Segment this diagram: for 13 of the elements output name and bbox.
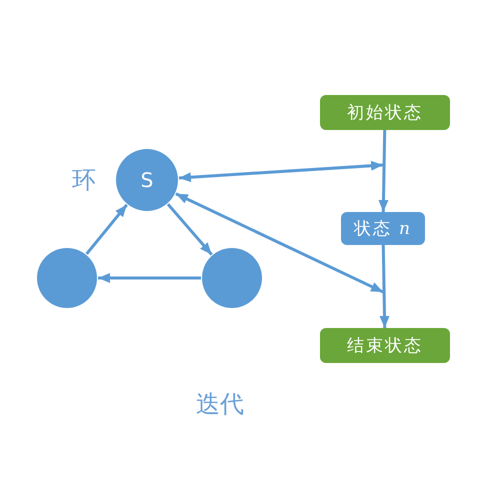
state-box: 结束状态: [320, 328, 450, 363]
arrow: [166, 203, 213, 256]
annotation-text: 环: [72, 165, 96, 196]
arrow: [380, 244, 390, 328]
arrow: [85, 204, 128, 255]
state-box: 初始状态: [320, 95, 450, 130]
state-circle: S: [116, 149, 178, 211]
annotation-text: 迭代: [196, 389, 244, 420]
state-box: 状态 n: [341, 212, 425, 245]
arrow: [98, 273, 201, 283]
arrow: [178, 160, 384, 182]
arrow: [175, 192, 384, 294]
arrow: [378, 130, 388, 212]
